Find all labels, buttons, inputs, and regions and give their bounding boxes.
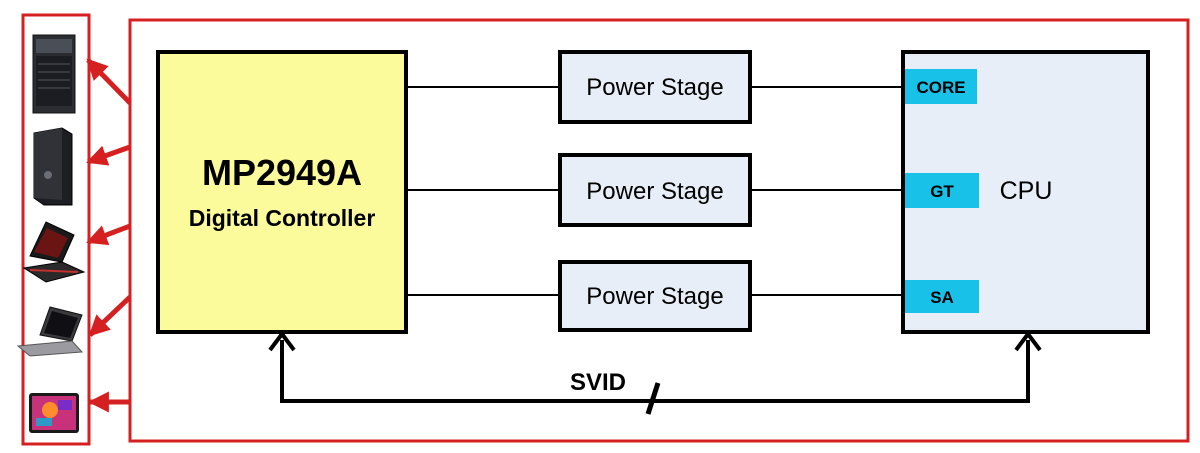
power-stage-label: Power Stage [586, 283, 723, 310]
controller-wires [406, 86, 560, 296]
power-stage-label: Power Stage [586, 178, 723, 205]
svid-label: SVID [570, 369, 626, 396]
cpu-block: CORE GT SA CPU [901, 50, 1150, 334]
arrow-to-gaming-laptop [86, 223, 131, 246]
rail-gt [905, 173, 979, 208]
ultrabook-icon [16, 306, 84, 357]
tower-server-icon [32, 34, 76, 114]
desktop-tower-icon [33, 127, 73, 206]
controller-name: MP2949A [202, 152, 362, 193]
power-stage-label: Power Stage [586, 74, 723, 101]
controller-subtitle: Digital Controller [189, 205, 376, 231]
power-stage-1: Power Stage [558, 50, 752, 124]
bus-slash [645, 382, 661, 415]
tablet-icon [29, 393, 79, 433]
svid-bus [268, 330, 1042, 415]
power-stage-2: Power Stage [558, 153, 752, 227]
rail-core-label: CORE [916, 78, 965, 97]
arrow-to-server [86, 58, 132, 105]
digital-controller-block: MP2949A Digital Controller [156, 50, 408, 334]
gaming-laptop-icon [22, 221, 86, 283]
rail-sa [905, 280, 979, 313]
cpu-label: CPU [1000, 177, 1053, 205]
rail-sa-label: SA [930, 288, 954, 307]
power-stage-3: Power Stage [558, 260, 752, 332]
arrow-to-desktop [86, 144, 131, 166]
arrow-to-ultrabook [88, 295, 132, 337]
rail-gt-label: GT [930, 182, 954, 201]
cpu-wires [750, 86, 903, 296]
device-arrows [86, 58, 132, 413]
rail-core [905, 69, 977, 104]
diagram-frame [128, 18, 1190, 443]
